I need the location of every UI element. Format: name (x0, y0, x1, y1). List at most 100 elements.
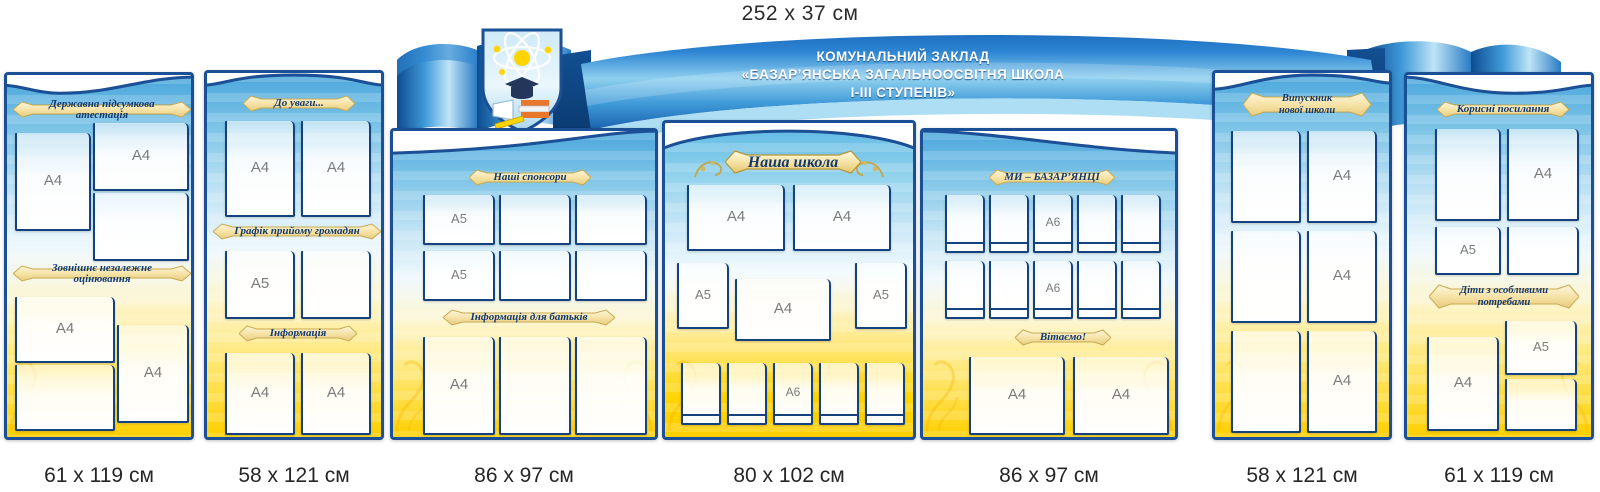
panel-1-pocket-1[interactable]: A4 (15, 133, 91, 231)
plaque-shape-icon (725, 150, 861, 174)
panel-6-pocket-4[interactable]: A4 (1307, 231, 1377, 323)
panel-7-pocket-7[interactable] (1505, 379, 1577, 431)
header-banner: КОМУНАЛЬНИЙ ЗАКЛАД «БАЗАР’ЯНСЬКА ЗАГАЛЬН… (385, 20, 1575, 140)
panel-5-pocket-8[interactable]: A6 (1033, 261, 1073, 319)
panel-2-plaque-3-text: Інформація (269, 327, 327, 339)
panel-1-plaque-2-text: Зовнішнє незалежне оцінювання (51, 261, 153, 285)
panel-2-pocket-2[interactable]: A4 (301, 121, 371, 217)
panel-2-dimension: 58 x 121 см (238, 464, 350, 487)
overall-dimension-caption: 252 x 37 см (741, 2, 859, 25)
pocket-label: A4 (131, 146, 151, 164)
panel-4-plaque-1: Наша школа (725, 149, 861, 175)
panel-3-pocket-9[interactable] (575, 337, 647, 435)
panel-5-pocket-1[interactable] (945, 195, 985, 253)
panel-5-body: МИ – БАЗАР’ЯНЦІ A6 A6 Вітаємо! (920, 128, 1178, 440)
panel-6-pocket-6[interactable]: A4 (1307, 331, 1377, 433)
panel-3-plaque-2: Інформація для батьків (443, 309, 615, 326)
panel-4-pocket-10[interactable] (865, 363, 905, 425)
panel-6-pocket-3[interactable] (1231, 231, 1301, 323)
panel-4-pocket-7[interactable] (727, 363, 767, 425)
panel-1-pocket-2[interactable]: A4 (93, 123, 189, 191)
panel-7-pocket-2[interactable]: A4 (1507, 129, 1579, 221)
plaque-shape-icon (469, 169, 591, 186)
school-title-line-2: «БАЗАР’ЯНСЬКА ЗАГАЛЬНООСВІТНЯ ШКОЛА (741, 67, 1065, 82)
panel-4-pocket-3[interactable]: A5 (677, 263, 729, 329)
plaque-shape-icon (1015, 329, 1111, 346)
panel-3-pocket-5[interactable] (499, 251, 571, 301)
panel-5-pocket-2[interactable] (989, 195, 1029, 253)
pocket-label: A4 (1332, 371, 1352, 389)
panel-5-pocket-10[interactable] (1121, 261, 1161, 319)
panel-4-pocket-9[interactable] (819, 363, 859, 425)
plaque-shape-icon (239, 325, 357, 342)
panel-7-top-wave (1407, 75, 1591, 95)
panel-6-pocket-5[interactable] (1231, 331, 1301, 433)
panel-3-pocket-4[interactable]: A5 (423, 251, 495, 301)
panel-7-pocket-3[interactable]: A5 (1435, 227, 1501, 275)
panel-2-pocket-5[interactable]: A4 (225, 353, 295, 435)
panel-4-pocket-8[interactable]: A6 (773, 363, 813, 425)
panel-1-plaque-1: Державна підсумкова атестація (13, 97, 191, 121)
panel-7-pocket-6[interactable]: A5 (1505, 321, 1577, 375)
panel-5-pocket-11[interactable]: A4 (969, 357, 1065, 435)
panel-1-pocket-5[interactable]: A4 (117, 325, 189, 423)
plaque-shape-icon (989, 169, 1115, 186)
panel-2-pocket-6[interactable]: A4 (301, 353, 371, 435)
panel-3-pocket-2[interactable] (499, 195, 571, 245)
stand-panel-2[interactable]: До уваги... A4 A4 Графік прийому громадя… (204, 70, 384, 440)
panel-7-pocket-1[interactable] (1435, 129, 1501, 221)
stand-panel-4[interactable]: Наша школа A4 A4 A5 A4 A5 A6 (662, 120, 916, 440)
panel-5-pocket-6[interactable] (945, 261, 985, 319)
panel-2-pocket-3[interactable]: A5 (225, 251, 295, 319)
panel-5-pocket-3[interactable]: A6 (1033, 195, 1073, 253)
pocket-label: A6 (785, 385, 801, 399)
panel-3-plaque-1-text: Наші спонсори (493, 171, 567, 183)
plaque-shape-icon (213, 223, 381, 240)
panel-3-pocket-1[interactable]: A5 (423, 195, 495, 245)
panel-1-pocket-6[interactable] (15, 365, 115, 431)
panel-2-pocket-4[interactable] (301, 251, 371, 319)
panel-3-pocket-6[interactable] (575, 251, 647, 301)
panel-5-pocket-5[interactable] (1121, 195, 1161, 253)
pocket-label: A4 (250, 383, 270, 401)
panel-4-pocket-2[interactable]: A4 (793, 185, 891, 251)
panel-5-pocket-4[interactable] (1077, 195, 1117, 253)
pocket-label: A4 (1533, 164, 1553, 182)
panel-7-pocket-5[interactable]: A4 (1427, 337, 1499, 431)
panel-7-body: Корисні посилання A4 A5 Діти з особливим… (1404, 72, 1594, 440)
panel-3-pocket-8[interactable] (499, 337, 571, 435)
panel-3-pocket-7[interactable]: A4 (423, 337, 495, 435)
panel-1-pocket-4[interactable]: A4 (15, 297, 115, 363)
stand-panel-3[interactable]: Наші спонсори A5 A5 Інформація для батьк… (390, 128, 658, 440)
panel-7-plaque-1-text: Корисні посилання (1456, 103, 1550, 115)
panel-5-pocket-7[interactable] (989, 261, 1029, 319)
panel-5-pocket-12[interactable]: A4 (1073, 357, 1169, 435)
panel-2-pocket-1[interactable]: A4 (225, 121, 295, 217)
stand-panel-1[interactable]: Державна підсумкова атестація A4 A4 Зовн… (4, 72, 194, 440)
pocket-label: A5 (451, 266, 467, 282)
panel-6-dimension: 58 x 121 см (1246, 464, 1358, 487)
panel-5-plaque-1-text: МИ – БАЗАР’ЯНЦІ (1004, 171, 1100, 183)
panel-6-pocket-2[interactable]: A4 (1307, 131, 1377, 223)
panel-4-pocket-1[interactable]: A4 (687, 185, 785, 251)
stand-panel-5[interactable]: МИ – БАЗАР’ЯНЦІ A6 A6 Вітаємо! (920, 128, 1178, 440)
school-title-line-3: I-III СТУПЕНІВ» (850, 85, 956, 100)
stand-panel-7[interactable]: Корисні посилання A4 A5 Діти з особливим… (1404, 72, 1594, 440)
panel-4-pocket-4[interactable]: A4 (735, 279, 831, 341)
pocket-label: A4 (43, 171, 63, 189)
pocket-label: A4 (1332, 166, 1352, 184)
panel-3-pocket-3[interactable] (575, 195, 647, 245)
panel-7-pocket-4[interactable] (1507, 227, 1579, 275)
panel-5-pocket-9[interactable] (1077, 261, 1117, 319)
panel-6-pocket-1[interactable] (1231, 131, 1301, 223)
panel-2-plaque-1: До уваги... (243, 95, 355, 112)
pocket-label: A4 (55, 319, 75, 337)
plaque-shape-icon (1437, 101, 1569, 118)
school-crest-icon (481, 28, 563, 134)
panel-3-dimension: 86 x 97 см (474, 464, 574, 487)
panel-4-pocket-5[interactable]: A5 (855, 263, 907, 329)
panel-4-pocket-6[interactable] (681, 363, 721, 425)
panel-1-pocket-3[interactable] (93, 193, 189, 261)
panel-1-plaque-1-text: Державна підсумкова атестація (49, 97, 155, 121)
stand-panel-6[interactable]: Випускник нової школи A4 A4 A4 (1212, 70, 1392, 440)
